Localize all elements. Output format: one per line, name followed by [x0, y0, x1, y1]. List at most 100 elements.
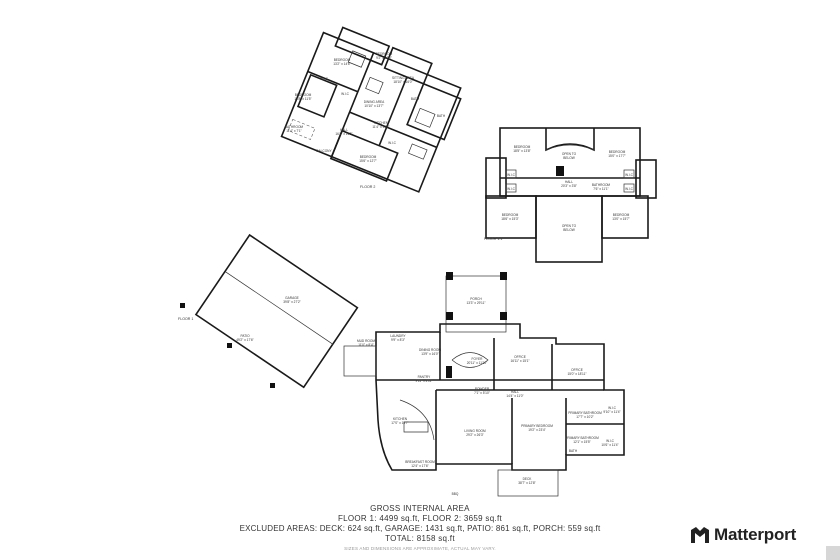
room-dimensions: 10'10" x 13'7" — [364, 104, 383, 108]
floor-2-wall-north-wing — [334, 26, 391, 66]
room-dimensions: 14'8" x 11'5" — [294, 97, 311, 101]
matterport-logo: Matterport — [690, 524, 796, 546]
room-dimensions: 9'11" x 4'11" — [415, 379, 432, 383]
floor-2-closet — [347, 50, 367, 68]
room-dimensions: 13'3" x 29'11" — [466, 301, 485, 305]
room-label: KITCHEN — [393, 417, 408, 421]
floor-1-1-stair-block — [556, 166, 564, 176]
patio-column — [180, 303, 185, 308]
room-label: PATIO — [240, 334, 250, 338]
floor-2-wall-north-bedroom — [383, 46, 433, 85]
porch-column — [446, 312, 453, 320]
floor-1-1-open-to-below — [535, 195, 603, 263]
foyer-stair-curve — [451, 352, 489, 368]
kitchen-island — [403, 421, 429, 433]
room-label: W.I.C — [341, 92, 349, 96]
room-dimensions: 12'4" x 17'6" — [411, 464, 428, 468]
garage-wall — [194, 233, 359, 389]
floor-1-1-plan: BEDROOM 18'5" x 13'8" BEDROOM 15'0" x 17… — [484, 127, 657, 263]
room-label: BATHROOM — [592, 183, 611, 187]
room-dimensions: 11'4" x 7'1" — [286, 129, 301, 133]
corner-badge — [826, 546, 840, 560]
fireplace-block — [446, 366, 452, 378]
porch-outline — [445, 275, 507, 333]
floor-2-outer-wall — [280, 31, 462, 193]
room-dimensions: 12'1" x 15'5" — [573, 440, 590, 444]
room-label: HALL — [511, 390, 519, 394]
room-label: BEDROOM — [360, 155, 377, 159]
room-label: BEDROOM — [613, 213, 630, 217]
room-dimensions: 16'11" x 15'1" — [510, 359, 529, 363]
floor-2-interior-wall — [307, 70, 359, 93]
floor-1-1-stair-curve — [545, 144, 595, 151]
room-dimensions: 10'6" x 11'4" — [601, 443, 618, 447]
room-label: OFFICE — [571, 368, 583, 372]
room-dimensions: 20'3" x 3'8" — [561, 184, 577, 188]
room-label: W.I.C — [388, 141, 396, 145]
room-dimensions: 20'11" x 11'10" — [467, 361, 488, 365]
room-dimensions: 17'7" x 10'2" — [576, 415, 593, 419]
room-dimensions: 49'2" x 17'6" — [236, 338, 253, 342]
room-dimensions: 16'4" x 11'5" — [335, 132, 352, 136]
room-label: MUD ROOM — [357, 339, 375, 343]
room-label: OFFICE — [514, 355, 526, 359]
room-dimensions: 29'2" x 26'3" — [466, 433, 483, 437]
floor-1-1-closet — [623, 183, 635, 193]
room-label: BATH — [569, 449, 578, 453]
room-label: BATHROOM — [285, 125, 304, 129]
room-dimensions: 17'0" x 15'7" — [391, 421, 408, 425]
room-dimensions: 13'2" x 14'6" — [333, 62, 350, 66]
room-dimensions: 11'4" x 13'8" — [372, 125, 389, 129]
room-label: W.I.C — [507, 187, 515, 191]
room-label: W.I.C — [606, 439, 614, 443]
room-dimensions: 13'0" x 15'7" — [612, 217, 629, 221]
room-dimensions: 15'6" x 12'7" — [359, 159, 376, 163]
floor-2-wall-sitting — [406, 82, 462, 141]
floor-2-plan: BEDROOM 13'2" x 14'6" BEDROOM 9'2" x 17'… — [280, 26, 462, 193]
room-label: PRIMARY BATHROOM — [568, 411, 602, 415]
porch-column — [500, 312, 507, 320]
room-label: BEDROOM — [514, 145, 531, 149]
floor-2-balcony-outline — [287, 118, 316, 140]
room-label: BELOW — [563, 156, 575, 160]
floor-2-closet — [365, 76, 384, 95]
room-dimensions: 9'2" x 17'0" — [376, 56, 392, 60]
room-label: POWDER — [475, 387, 490, 391]
floor-2-closet — [414, 107, 436, 128]
room-dimensions: 38'7" x 12'8" — [518, 481, 535, 485]
room-label: GARAGE — [285, 296, 299, 300]
room-label: DINING AREA — [364, 100, 385, 104]
room-label: W.I.C — [320, 77, 328, 81]
room-label: SITTING AREA — [392, 76, 415, 80]
floor-1-1-closet — [623, 169, 635, 179]
floor-2-wall-bath — [296, 73, 338, 118]
room-dimensions: 19'2" x 23'4" — [528, 428, 545, 432]
room-label: HALL — [340, 128, 348, 132]
excluded-areas: EXCLUDED AREAS: DECK: 624 sq.ft, GARAGE:… — [239, 524, 601, 533]
garage-patio-divider — [224, 271, 333, 345]
mud-room-outline — [343, 345, 377, 377]
room-label: LIVING ROOM — [464, 429, 486, 433]
room-label: W.I.C — [608, 406, 616, 410]
room-label: BATH — [437, 114, 446, 118]
floor-1-plan: GARAGE 39'8" x 27'2" PATIO 49'2" x 17'6"… — [178, 233, 625, 497]
room-label: BEDROOM — [502, 213, 519, 217]
room-dimensions: 7'1" x 5'10" — [474, 391, 490, 395]
room-label: BALCONY — [316, 149, 332, 153]
floor-2-closet — [408, 143, 428, 160]
matterport-logo-icon — [691, 527, 709, 543]
room-label: PORCH — [470, 297, 482, 301]
room-label: KITCHEN — [374, 121, 389, 125]
room-label: W.I.C — [625, 173, 633, 177]
patio-column — [227, 343, 232, 348]
room-dimensions: 14'4" x 11'0" — [506, 394, 523, 398]
total-area: TOTAL: 8158 sq.ft — [385, 534, 455, 543]
floor-1-1-wall-east — [635, 159, 657, 199]
floor-1-outer-wall — [375, 323, 625, 471]
room-dimensions: 18'5" x 13'8" — [513, 149, 530, 153]
room-label: OPEN TO — [562, 152, 577, 156]
room-label: PRIMARY BATHROOM — [565, 436, 599, 440]
floor-1-1-closet — [505, 169, 517, 179]
floor-2-interior-wall — [349, 111, 438, 149]
room-dimensions: 7'6" x 11'1" — [593, 187, 608, 191]
